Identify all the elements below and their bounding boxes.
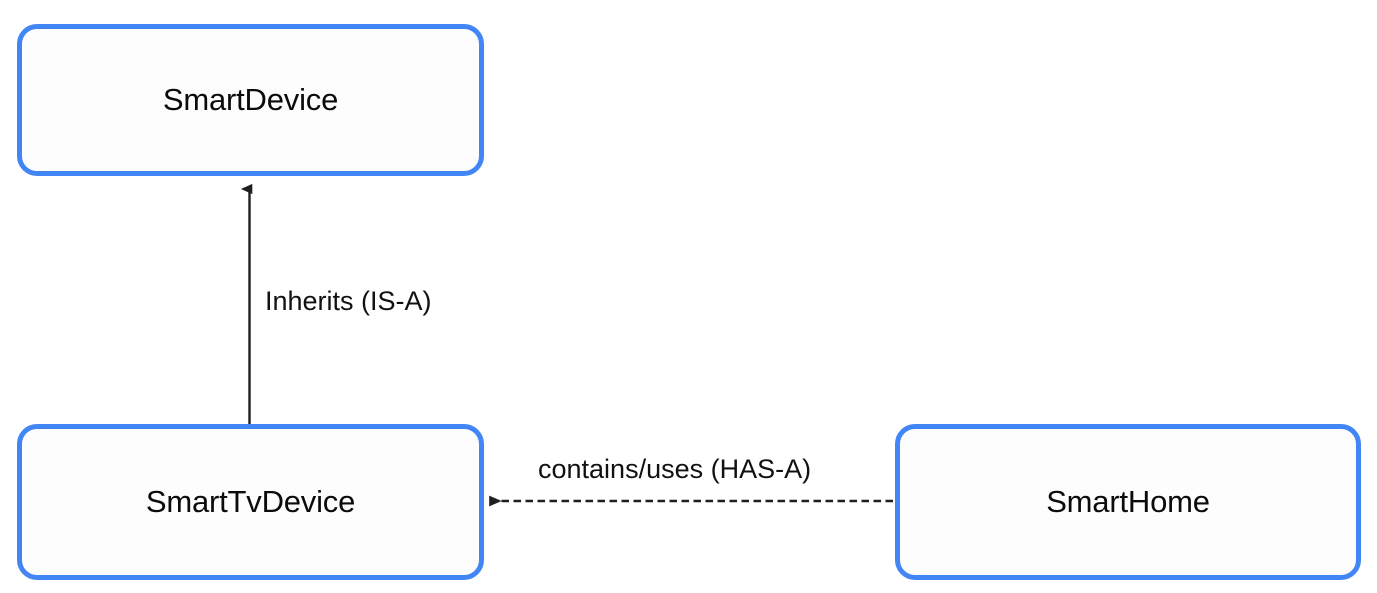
node-smarthome-label: SmartHome xyxy=(1046,484,1210,519)
edge-label-contains: contains/uses (HAS-A) xyxy=(535,454,815,485)
node-smarttvdevice[interactable]: SmartTvDevice xyxy=(17,424,484,580)
node-smartdevice[interactable]: SmartDevice xyxy=(17,24,484,176)
node-smartdevice-label: SmartDevice xyxy=(162,82,339,117)
node-smarthome[interactable]: SmartHome xyxy=(895,424,1361,580)
edge-label-inherits: Inherits (IS-A) xyxy=(262,286,435,317)
node-smarttvdevice-label: SmartTvDevice xyxy=(145,484,356,519)
